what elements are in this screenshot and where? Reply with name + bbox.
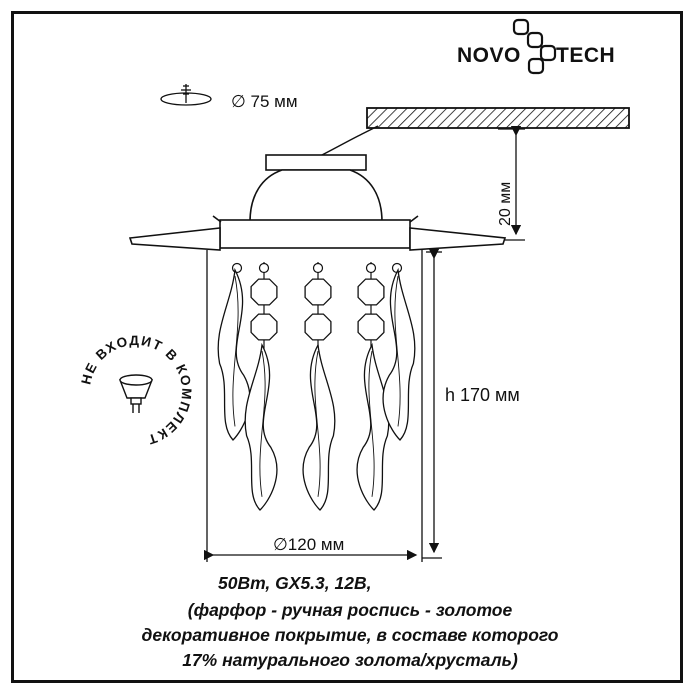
page-border — [11, 11, 683, 683]
crystal-bead — [250, 313, 278, 341]
ceiling-slab — [366, 107, 630, 129]
spec-line-4: 17% натурального золота/хрусталь) — [182, 650, 518, 670]
hook-ring — [231, 262, 243, 274]
crystal-drop-facet — [368, 350, 375, 497]
height-label: h 170 мм — [445, 385, 520, 405]
height-dimension — [422, 248, 442, 559]
lamp-badge: НЕ ВХОДИТ В КОМПЛЕКТ — [78, 333, 192, 448]
brand-logo: NOVO TECH — [457, 18, 615, 75]
spec-line-1: 50Вт, GX5.3, 12В, — [218, 573, 372, 593]
hook-ring — [365, 262, 377, 274]
crystal-bead — [304, 313, 332, 341]
spec-line-3: декоративное покрытие, в составе которог… — [141, 625, 559, 645]
crystal-drop — [217, 267, 251, 441]
crystal-drop-facet — [394, 275, 401, 427]
crystal-drop-facet — [314, 350, 321, 497]
hook-ring — [258, 262, 270, 274]
crystal-bead — [250, 278, 278, 306]
logo-mark-icon — [512, 18, 557, 75]
diameter-label: ∅120 мм — [273, 535, 344, 554]
mount-hole-label: ∅ 75 мм — [231, 92, 298, 111]
spec-line-2: (фарфор - ручная роспись - золотое — [187, 600, 513, 620]
halogen-lamp-icon — [118, 374, 154, 413]
crystal-drop — [302, 342, 336, 511]
crystal-bead — [304, 278, 332, 306]
crystal-bead — [357, 278, 385, 306]
crystal-drop — [244, 342, 278, 511]
brand-name-part1: NOVO — [457, 44, 521, 67]
crystal-drop-facet — [259, 350, 266, 497]
depth-label: 20 мм — [497, 182, 514, 226]
diameter-dimension — [203, 250, 423, 562]
hook-ring — [312, 262, 324, 274]
crystal-pendants — [217, 262, 416, 511]
crystal-drop-facet — [232, 275, 239, 427]
brand-name-part2: TECH — [556, 44, 615, 67]
crystal-drop — [382, 267, 416, 441]
fixture-housing — [128, 154, 507, 251]
mount-hole-icon — [160, 84, 212, 106]
power-cable — [317, 125, 379, 158]
crystal-bead — [357, 313, 385, 341]
